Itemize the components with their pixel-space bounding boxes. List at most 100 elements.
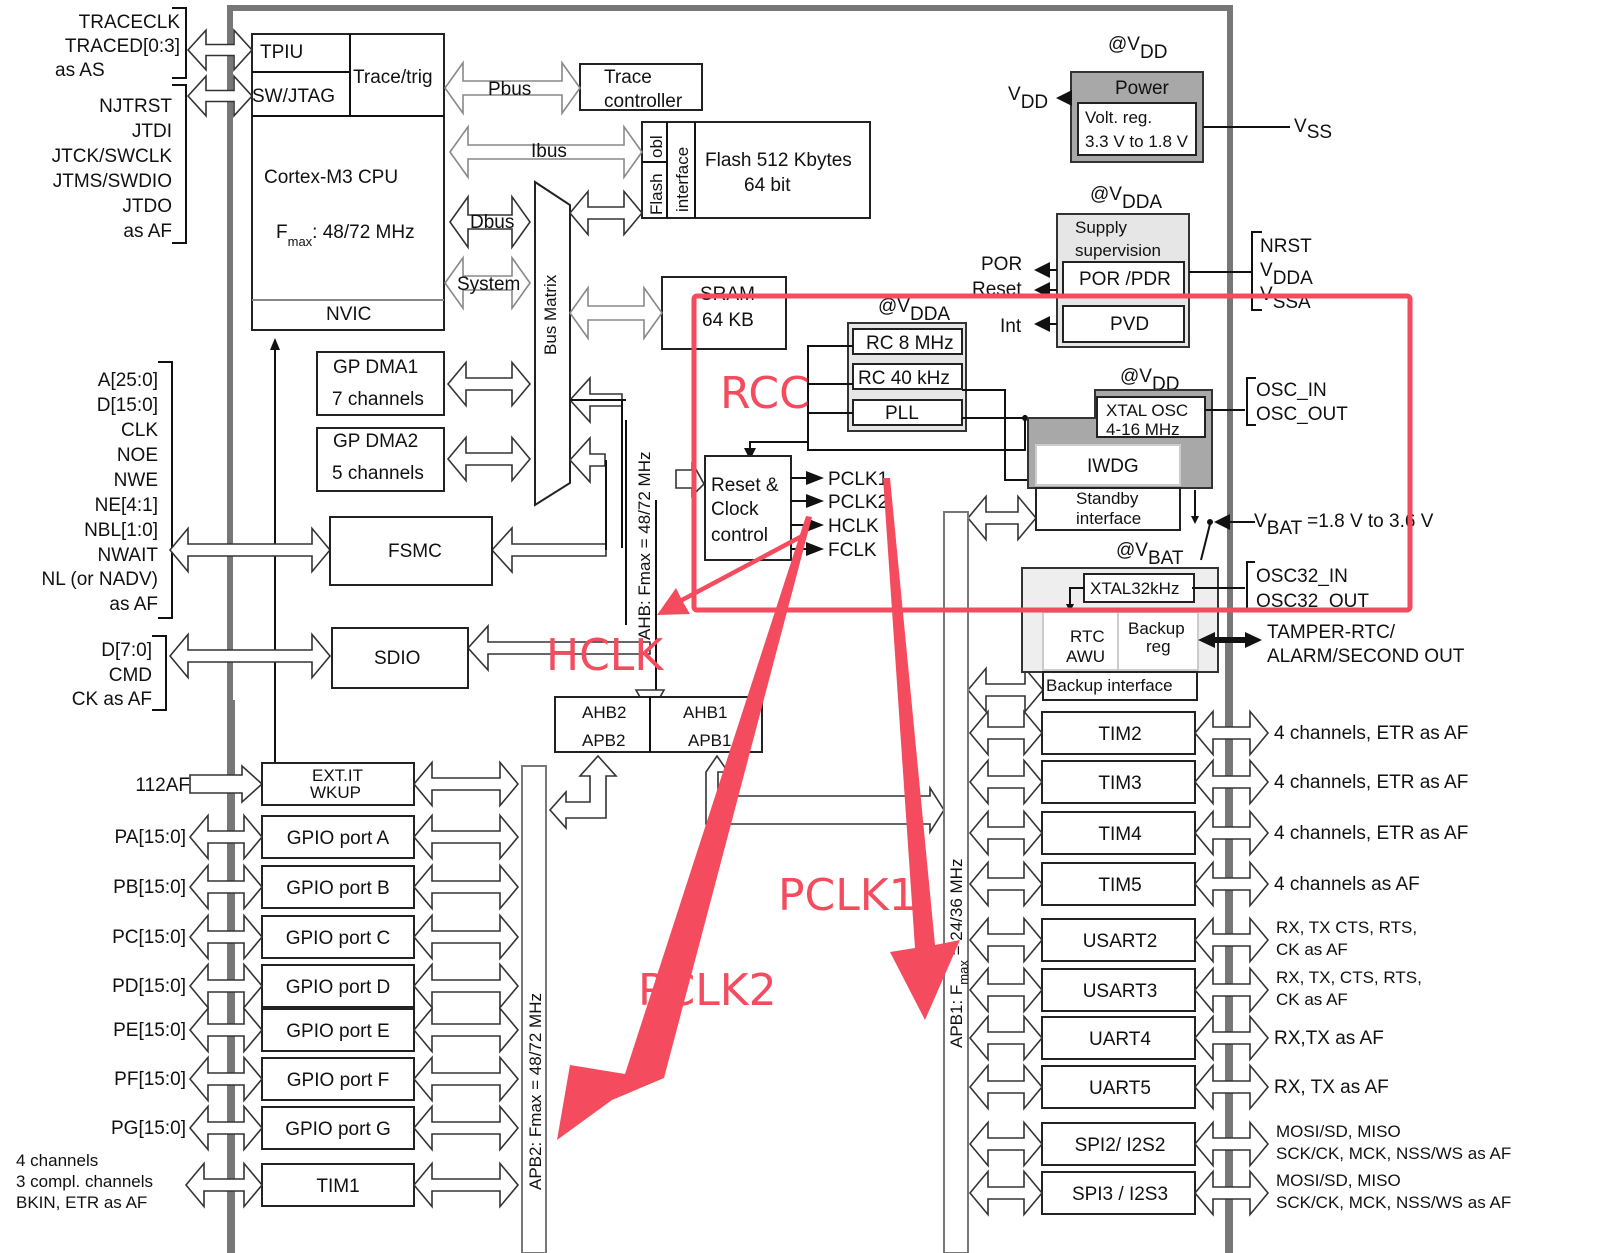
double-arrow-icon [968,1014,1044,1062]
flash-label: Flash [647,173,666,215]
peripheral-pins: 4 channels, ETR as AF [1274,823,1468,844]
pin-label: 3 compl. channels [16,1172,153,1191]
pin-label: NWE [114,470,158,491]
arrow-icon [806,494,824,508]
system-label: System [457,274,520,295]
double-arrow-icon [412,1104,520,1152]
double-arrow-icon [446,435,532,483]
peripheral-name: TIM5 [1098,875,1141,896]
sdio-label: SDIO [374,648,420,669]
peripheral-name: TIM1 [316,1176,359,1197]
peripheral-pins: MOSI/SD, MISO [1276,1171,1401,1190]
left-arrow-icon [568,435,606,485]
double-arrow-icon [968,860,1044,908]
cpu-name: Cortex-M3 CPU [264,167,398,188]
rcc-block-label: Clock [711,499,759,520]
double-arrow-icon [444,60,581,116]
double-arrow-icon [412,863,520,911]
double-arrow-icon [1193,709,1270,757]
peripheral-name: USART2 [1083,931,1158,952]
pin-label: as AF [123,221,172,242]
apb1-peripheral: TIM4 4 channels, ETR as AF [968,809,1468,857]
peripheral-name: TIM4 [1098,824,1142,845]
xtal-iwdg-standby: @VDD XTAL OSC 4-16 MHz IWDG Standby inte… [1027,366,1348,531]
peripheral-pins: CK as AF [1276,990,1348,1009]
obl-label: obl [647,135,666,158]
peripheral-pins: RX, TX CTS, RTS, [1276,918,1417,937]
peripheral-name: GPIO port C [286,928,391,949]
double-arrow-icon [968,1063,1044,1111]
peripheral-name: GPIO port D [286,977,391,998]
double-arrow-icon [412,1161,520,1209]
double-arrow-icon [968,916,1044,964]
ibus-label: Ibus [531,141,567,162]
xtal-label: XTAL OSC [1106,401,1188,420]
bus-matrix: Bus Matrix [534,180,571,507]
fsmc-pin-group: A[25:0] D[15:0] CLK NOE NWE NE[4:1] NBL[… [42,361,173,619]
nrst-pin: NRST [1260,236,1312,257]
tim1-pin-group: 4 channels 3 compl. channels BKIN, ETR a… [16,1151,153,1212]
apb2-peripheral: GPIO port A [188,813,520,861]
apb2-peripheral: GPIO port B [188,863,520,911]
double-arrow-icon [1193,966,1270,1014]
double-arrow-icon [188,962,264,1010]
rc40-label: RC 40 kHz [858,368,950,389]
supply-supervision: @VDDA Supply supervision POR /PDR PVD PO… [972,184,1313,348]
apb2-peripheral: GPIO port D [188,962,520,1010]
pin-label: CMD [109,665,152,686]
tamper-label: TAMPER-RTC/ [1267,622,1396,643]
double-arrow-icon [1193,1120,1270,1168]
apb2-peripheral: GPIO port G [188,1104,520,1152]
vbat-range: VBAT =1.8 V to 3.6 V [1254,511,1434,539]
swjtag-label: SW/JTAG [252,86,335,107]
xtal32-label: XTAL32kHz [1090,579,1179,598]
pin-label: NJTRST [99,96,172,117]
power-title: Power [1115,78,1170,99]
vss-label: VSS [1294,116,1332,143]
pclk1-arrow [883,478,960,1020]
osc32-out-pin: OSC32_OUT [1256,591,1369,612]
iwdg-label: IWDG [1087,456,1139,477]
double-arrow-icon [569,285,663,341]
vdd-label: VDD [1008,84,1048,113]
double-arrow-icon [184,1161,264,1209]
double-arrow-icon [188,813,264,861]
clock-output-label: HCLK [828,516,879,537]
peripheral-name: EXT.IT [312,766,363,785]
jtag-pin-group: NJTRST JTDI JTCK/SWCLK JTMS/SWDIO JTDO a… [52,84,187,244]
left-arrow-icon [490,525,607,575]
power-block: @VDD Power Volt. reg. 3.3 V to 1.8 V VDD… [1008,34,1332,163]
pclk1-annotation-label: PCLK1 [778,870,917,921]
double-arrow-icon [412,1055,520,1103]
rcc-annotation: RCC HCLK PCLK1 PCLK2 [546,293,1413,1140]
trace-controller-label: controller [604,91,683,112]
pll-label: PLL [885,403,919,424]
double-arrow-icon [968,1120,1044,1168]
supply-title: Supply [1075,218,1127,237]
pin-label: D[15:0] [97,395,158,416]
pin-label: NL (or NADV) [42,569,158,590]
right-arrow-icon [189,764,264,804]
rc8-label: RC 8 MHz [866,333,954,354]
pvd-label: PVD [1110,314,1149,335]
peripheral-name: GPIO port E [286,1021,389,1042]
pin-label: TRACECLK [79,12,181,33]
hclk-arrow [657,532,807,615]
gpio-pin-label: PD[15:0] [112,976,186,997]
arrow-icon [806,542,824,556]
sdio-pin-group: D[7:0] CMD CK as AF [72,635,167,711]
apb1-bus: APB1: Fmax = 24/36 MHz [943,511,971,1253]
dma-channels: 7 channels [332,389,424,410]
flash-memory: obl Flash interface Flash 512 Kbytes 64 … [641,121,871,219]
double-arrow-icon [966,666,1045,714]
pin-label: JTDI [132,121,172,142]
clock-output-label: FCLK [828,540,877,561]
double-arrow-icon [412,760,520,808]
